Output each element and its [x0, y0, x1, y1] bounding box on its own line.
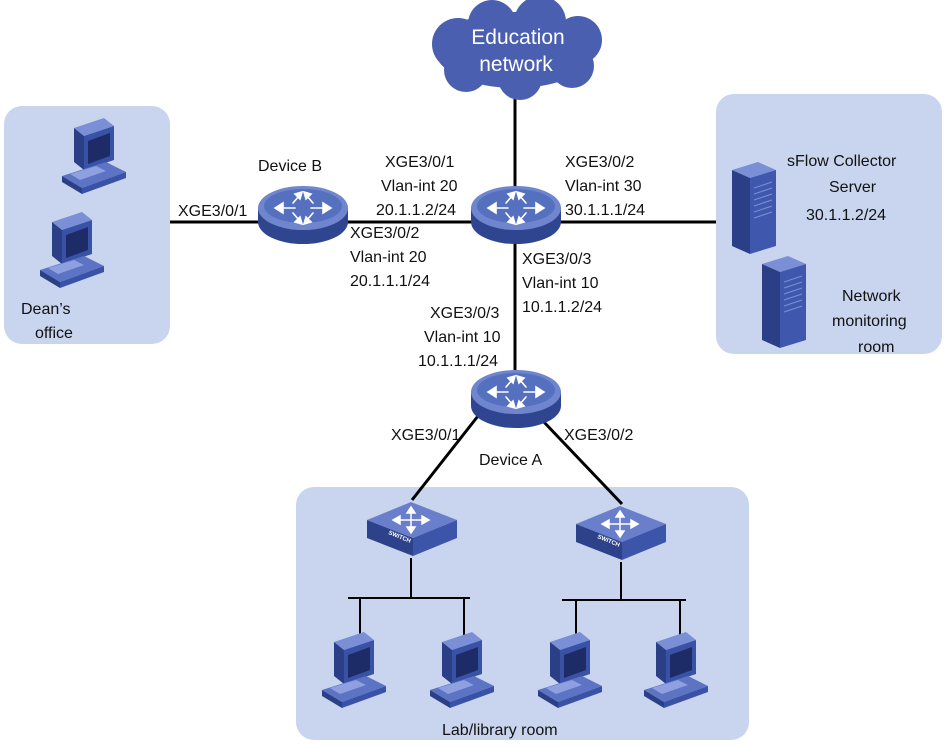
- link-device-a-to-switch-left: [410, 415, 480, 501]
- deans-office-label-line1: Dean’s: [21, 301, 71, 318]
- device-b-port1-label: XGE3/0/1: [178, 203, 247, 220]
- core-port1-ip: 20.1.1.2/24: [376, 202, 456, 219]
- device-a-port2-label: XGE3/0/2: [564, 427, 633, 444]
- device-b-port2-vlan: Vlan-int 20: [350, 249, 427, 266]
- device-b-port2-ip: 20.1.1.1/24: [350, 273, 430, 290]
- education-network-cloud: Education network: [432, 0, 602, 100]
- lab-library-label: Lab/library room: [442, 722, 558, 739]
- device-a-port3-vlan: Vlan-int 10: [424, 329, 501, 346]
- deans-office-label-line2: office: [35, 325, 73, 342]
- cloud-label-line1: Education: [471, 26, 564, 49]
- device-b-router-icon: [257, 185, 349, 245]
- core-port1-vlan: Vlan-int 20: [381, 178, 458, 195]
- lab-library-zone: [296, 487, 749, 740]
- sflow-collector-ip: 30.1.1.2/24: [806, 207, 886, 224]
- core-port2-label: XGE3/0/2: [565, 154, 634, 171]
- device-a-router-icon: [470, 369, 562, 429]
- sflow-collector-label-line2: Server: [829, 179, 877, 196]
- switch-left-icon: SWITCH: [366, 501, 458, 557]
- link-device-a-to-switch-right: [540, 418, 624, 506]
- device-a-port1-label: XGE3/0/1: [391, 427, 460, 444]
- core-port2-ip: 30.1.1.1/24: [565, 202, 645, 219]
- monitoring-room-label-line1: Network: [842, 288, 902, 305]
- core-port3-label: XGE3/0/3: [522, 251, 591, 268]
- device-a-port3-ip: 10.1.1.1/24: [418, 353, 498, 370]
- network-monitoring-server-icon: [761, 255, 807, 349]
- core-router-icon: [470, 185, 562, 245]
- core-port1-label: XGE3/0/1: [385, 154, 454, 171]
- core-port2-vlan: Vlan-int 30: [565, 178, 642, 195]
- core-port3-vlan: Vlan-int 10: [522, 275, 599, 292]
- sflow-collector-label-line1: sFlow Collector: [787, 153, 897, 170]
- device-a-port3-label: XGE3/0/3: [430, 305, 499, 322]
- switch-right-icon: SWITCH: [575, 505, 667, 561]
- cloud-label-line2: network: [479, 53, 553, 76]
- core-port3-ip: 10.1.1.2/24: [522, 299, 602, 316]
- device-b-port2-label: XGE3/0/2: [350, 225, 419, 242]
- monitoring-room-label-line3: room: [858, 339, 894, 356]
- links: [170, 94, 716, 506]
- device-b-label: Device B: [258, 158, 322, 175]
- device-a-label: Device A: [479, 452, 542, 469]
- monitoring-room-label-line2: monitoring: [832, 313, 907, 330]
- sflow-collector-server-icon: [731, 161, 777, 255]
